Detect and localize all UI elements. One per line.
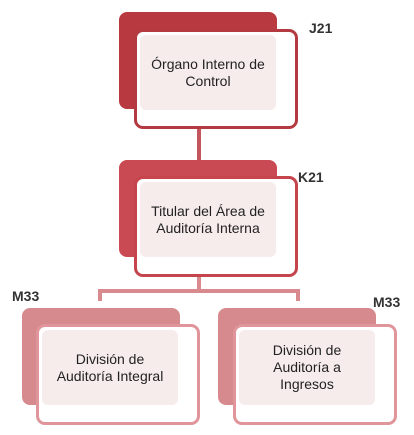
node-code: M33 <box>373 294 401 310</box>
node-card: Órgano Interno de Control <box>134 29 298 129</box>
connector-horizontal <box>98 289 300 293</box>
connector-left-drop <box>98 289 102 301</box>
node-code: M33 <box>12 288 40 304</box>
node-label: División de Auditoría a Ingresos <box>239 330 375 405</box>
connector-mid-down <box>197 275 201 291</box>
node-card: Titular del Área de Auditoría Interna <box>134 176 298 277</box>
node-label: División de Auditoría Integral <box>42 330 178 405</box>
node-code: J21 <box>309 20 333 36</box>
node-label: Titular del Área de Auditoría Interna <box>140 182 276 257</box>
node-card: División de Auditoría Integral <box>36 324 200 425</box>
connector-top-mid <box>197 128 201 161</box>
node-card: División de Auditoría a Ingresos <box>233 324 397 425</box>
node-label: Órgano Interno de Control <box>140 35 276 110</box>
node-code: K21 <box>298 169 324 185</box>
connector-right-drop <box>296 289 300 301</box>
